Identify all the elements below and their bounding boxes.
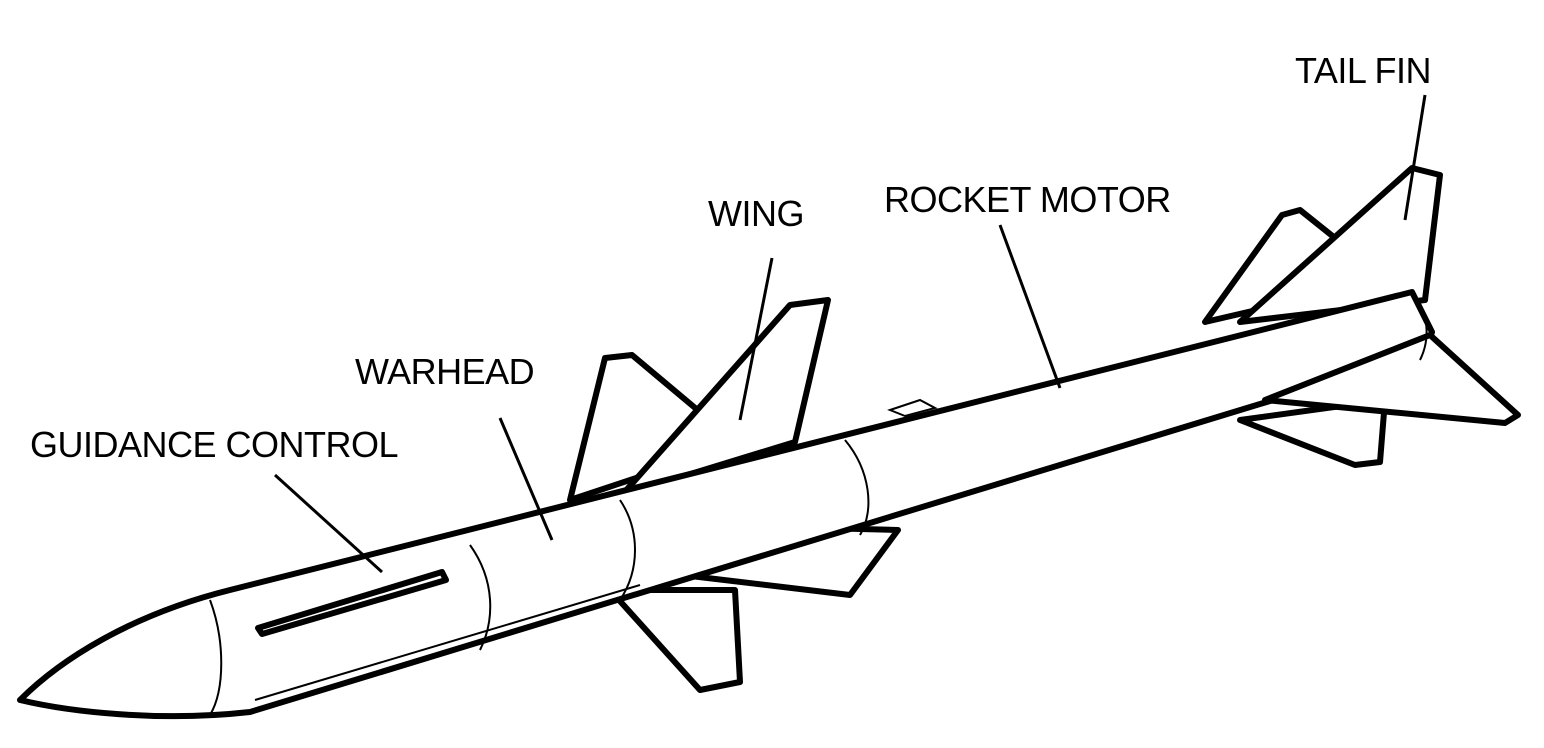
label-guidance-control: GUIDANCE CONTROL	[30, 424, 398, 465]
label-wing: WING	[708, 193, 804, 234]
missile-drawing	[17, 94, 1521, 720]
warhead-leader	[498, 417, 554, 541]
label-rocket-motor: ROCKET MOTOR	[884, 179, 1171, 220]
guidance-control-leader	[273, 473, 384, 574]
tail-fin-leader	[1403, 94, 1427, 221]
wing-leader	[738, 257, 774, 421]
guidance-slot	[255, 569, 449, 637]
label-tail-fin: TAIL FIN	[1295, 50, 1431, 91]
rocket-motor-leader	[998, 224, 1062, 389]
lower-tail-fin-right	[1262, 332, 1521, 426]
lower-wing-left	[607, 587, 743, 693]
label-warhead: WARHEAD	[355, 351, 534, 392]
